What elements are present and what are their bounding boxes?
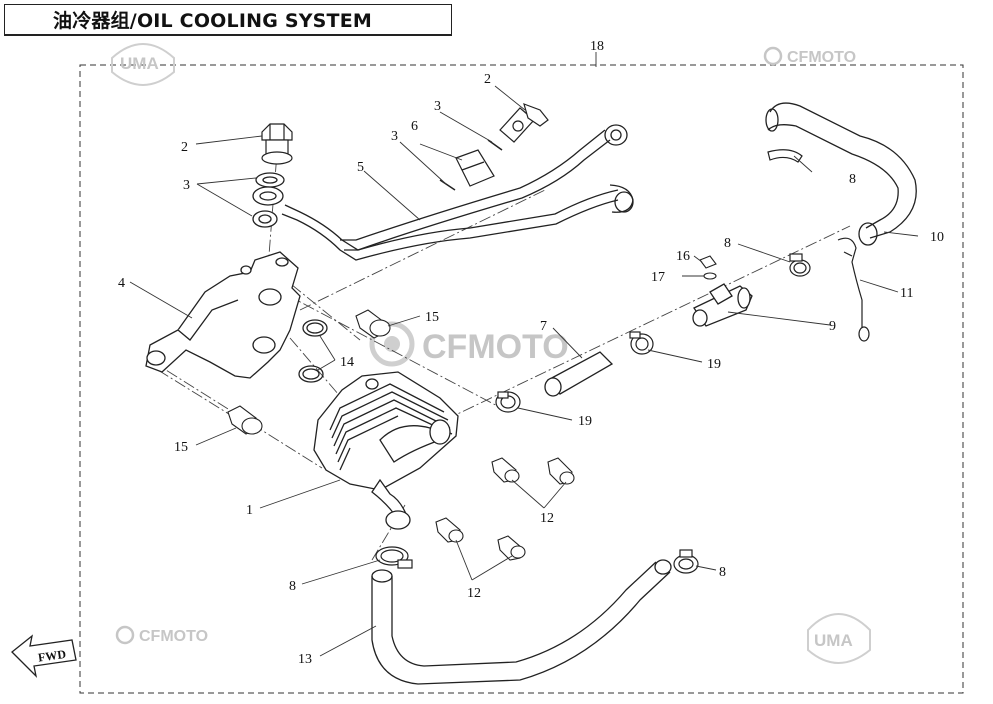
callout-5: 5 — [357, 160, 364, 175]
part-11-sensor-wire — [837, 237, 870, 342]
callout-16: 16 — [676, 249, 690, 264]
uma-watermark-bottom: UMA — [807, 613, 871, 664]
callout-7: 7 — [540, 319, 547, 334]
part-8-clamp-upper — [767, 149, 803, 163]
callout-19-lower: 19 — [578, 414, 592, 429]
uma-watermark-bottom-text: UMA — [814, 631, 853, 650]
callout-15-upper: 15 — [425, 310, 439, 325]
part-15-bolt-lower — [227, 405, 263, 435]
assembly-boundary — [79, 64, 964, 694]
part-5-oil-pipe — [281, 124, 634, 261]
fwd-label: FWD — [37, 647, 67, 665]
callout-3-left: 3 — [183, 178, 190, 193]
part-14-orings — [298, 319, 328, 383]
callout-14: 14 — [340, 355, 354, 370]
callout-3-upper: 3 — [434, 99, 441, 114]
callout-8-lower-left: 8 — [289, 579, 296, 594]
page-title: 油冷器组/OIL COOLING SYSTEM — [53, 10, 372, 32]
callout-12-lower: 12 — [467, 586, 481, 601]
part-6-sleeve — [455, 149, 495, 187]
callout-8-mid: 8 — [724, 236, 731, 251]
part-13-hose — [371, 559, 672, 685]
part-8-clamp-lower-right — [673, 549, 699, 574]
callout-13: 13 — [298, 652, 312, 667]
part-15-bolt-upper — [355, 309, 391, 339]
callout-8-lower-right: 8 — [719, 565, 726, 580]
callout-10: 10 — [930, 230, 944, 245]
title-box: 油冷器组/OIL COOLING SYSTEM — [4, 4, 452, 36]
uma-watermark-top: UMA — [111, 43, 175, 86]
fwd-arrow: FWD — [11, 634, 77, 678]
part-19-clamp-upper — [629, 331, 654, 355]
callout-6: 6 — [411, 119, 418, 134]
callout-8-upper: 8 — [849, 172, 856, 187]
part-8-clamp-lower-left — [375, 546, 413, 569]
callout-9: 9 — [829, 319, 836, 334]
callout-1: 1 — [246, 503, 253, 518]
leader-lines — [129, 52, 919, 657]
callout-2-left: 2 — [181, 140, 188, 155]
part-4-bracket — [145, 251, 301, 379]
callout-12-right: 12 — [540, 511, 554, 526]
part-8-clamp-mid — [789, 253, 811, 277]
part-1-oil-cooler — [313, 371, 459, 530]
callout-19-upper: 19 — [707, 357, 721, 372]
callout-11: 11 — [900, 286, 913, 301]
cfmoto-watermark-bottom-text: CFMOTO — [139, 628, 208, 645]
part-16-bolt — [699, 255, 717, 269]
part-7-short-hose — [544, 351, 614, 397]
callout-18: 18 — [590, 39, 604, 54]
part-17-washer — [703, 272, 717, 280]
uma-watermark-top-text: UMA — [120, 54, 159, 73]
part-2-bolt-upper — [499, 103, 549, 143]
part-2-bolt-top — [261, 123, 293, 165]
callout-2-upper: 2 — [484, 72, 491, 87]
cfmoto-watermark-center-text: CFMOTO — [422, 328, 569, 366]
callout-17: 17 — [651, 270, 665, 285]
part-12-bolts — [435, 457, 575, 561]
part-3-washers-left — [252, 172, 285, 228]
part-10-radiator-hose — [765, 102, 917, 246]
part-9-thermostat-housing — [692, 283, 753, 327]
cfmoto-watermark-top-text: CFMOTO — [787, 49, 856, 66]
callout-15-lower: 15 — [174, 440, 188, 455]
callout-3-mid: 3 — [391, 129, 398, 144]
cfmoto-watermark-top: CFMOTO — [763, 46, 856, 66]
callout-4: 4 — [118, 276, 125, 291]
cfmoto-watermark-bottom: CFMOTO — [115, 625, 208, 645]
part-19-clamp-lower — [495, 391, 521, 413]
part-3-oring-pipe — [439, 139, 503, 191]
